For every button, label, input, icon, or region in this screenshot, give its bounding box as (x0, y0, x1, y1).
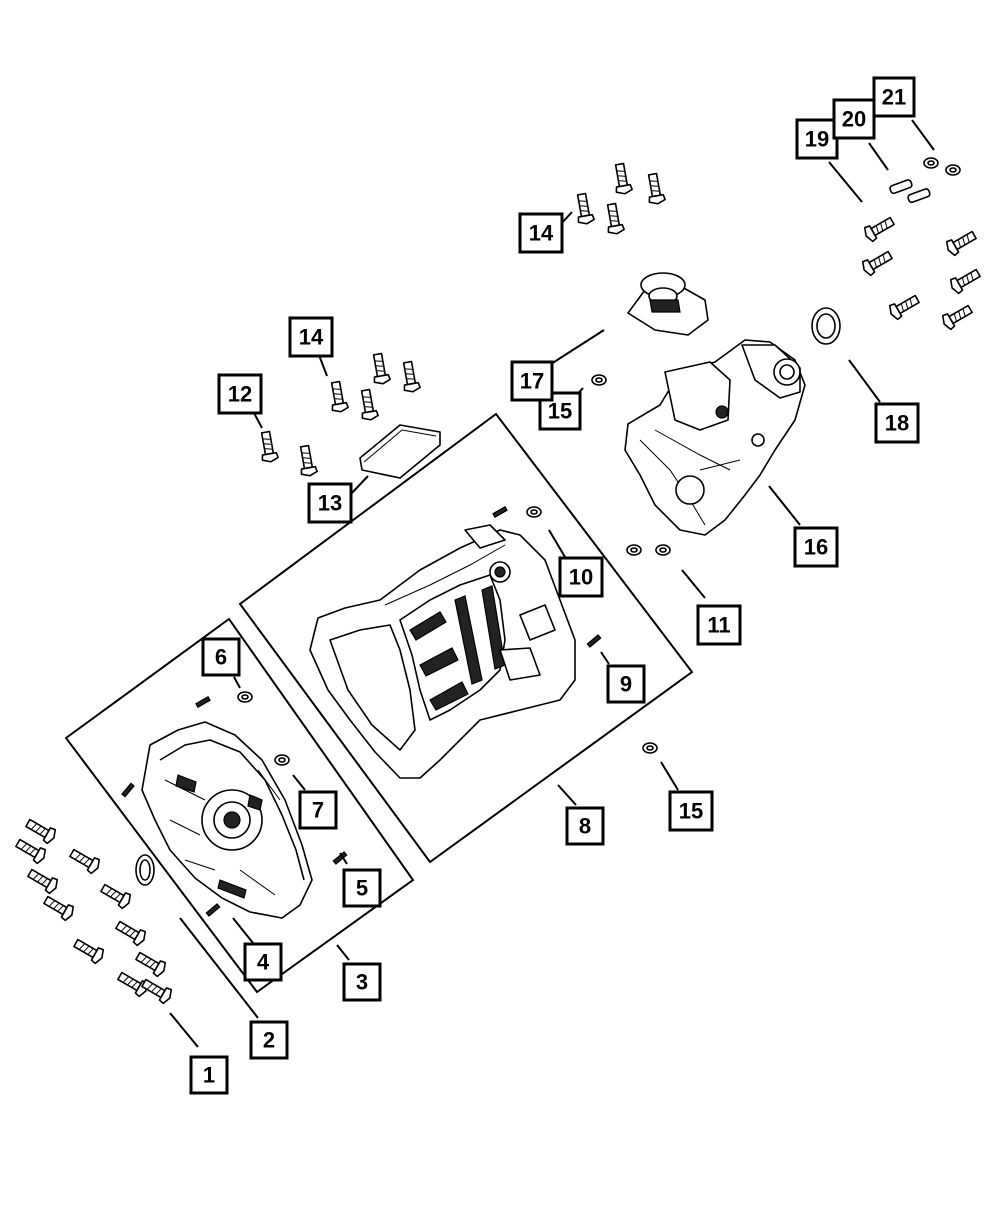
callout-10: 10 (558, 556, 604, 598)
plug-15-upper (591, 374, 607, 386)
nut-21a (923, 157, 939, 169)
shift-tower-cover (627, 272, 709, 336)
bolt-cluster-14-upper (572, 162, 667, 236)
svg-text:16: 16 (804, 535, 828, 560)
nut-21b (945, 164, 961, 176)
callout-18: 18 (874, 402, 920, 444)
bolt-cluster-19 (859, 213, 983, 332)
svg-text:9: 9 (620, 672, 632, 697)
bolt-cluster-14-lower (326, 352, 422, 422)
svg-text:7: 7 (312, 798, 324, 823)
dowel-pin (492, 506, 508, 518)
washer-11a (626, 544, 642, 556)
svg-text:3: 3 (356, 970, 368, 995)
svg-text:20: 20 (842, 107, 866, 132)
svg-text:6: 6 (215, 645, 227, 670)
front-cover-group-frame (64, 617, 415, 994)
svg-text:4: 4 (257, 950, 270, 975)
plug-7 (274, 754, 290, 766)
dowel-pin (586, 634, 602, 648)
svg-text:15: 15 (679, 799, 703, 824)
bolt-cluster-12 (256, 430, 319, 478)
transmission-case (309, 524, 576, 779)
plug-15-lower (642, 742, 658, 754)
plug-6 (237, 691, 253, 703)
case-group-frame (238, 412, 694, 864)
callout-3: 3 (342, 962, 382, 1002)
bolt-cluster-1 (13, 815, 175, 1006)
callout-5: 5 (342, 868, 382, 908)
callout-20: 20 (832, 98, 876, 140)
dowel-pin (195, 696, 211, 708)
dowels-20 (889, 179, 931, 204)
svg-text:11: 11 (707, 613, 730, 638)
washer-11b (655, 544, 671, 556)
callout-2: 2 (249, 1020, 289, 1060)
svg-text:10: 10 (569, 565, 593, 590)
svg-text:15: 15 (548, 399, 572, 424)
svg-text:14: 14 (529, 221, 554, 246)
svg-text:17: 17 (520, 369, 544, 394)
extension-housing (624, 339, 806, 536)
callout-8: 8 (565, 806, 605, 846)
svg-text:5: 5 (356, 876, 368, 901)
svg-text:2: 2 (263, 1028, 275, 1053)
seal-small (135, 854, 155, 886)
svg-text:21: 21 (882, 85, 906, 110)
callout-11: 11 (696, 604, 742, 646)
callout-12: 12 (217, 373, 263, 415)
callout-1: 1 (189, 1055, 229, 1095)
callout-15-lower: 15 (668, 790, 714, 832)
dowel-pin (121, 782, 135, 798)
svg-text:8: 8 (579, 814, 591, 839)
callout-16: 16 (793, 526, 839, 568)
callout-4: 4 (243, 942, 283, 982)
callout-19: 19 (795, 118, 839, 160)
callout-6: 6 (201, 637, 241, 677)
svg-text:18: 18 (885, 411, 909, 436)
callout-7: 7 (298, 790, 338, 830)
callout-17: 17 (510, 360, 554, 402)
dowel-pin (205, 903, 221, 917)
svg-text:19: 19 (805, 127, 829, 152)
svg-text:13: 13 (318, 491, 342, 516)
leader-lines (169, 119, 935, 1048)
svg-text:12: 12 (228, 382, 252, 407)
callout-21: 21 (872, 76, 916, 118)
svg-text:14: 14 (299, 325, 324, 350)
callout-14-lower: 14 (288, 316, 334, 358)
plug-10 (526, 506, 542, 518)
callout-13: 13 (307, 482, 353, 524)
front-bearing-retainer (141, 721, 313, 919)
rear-seal (811, 307, 841, 345)
svg-text:1: 1 (203, 1063, 215, 1088)
callout-14-upper: 14 (518, 212, 564, 254)
cover-plate (359, 424, 441, 479)
callout-9: 9 (606, 664, 646, 704)
